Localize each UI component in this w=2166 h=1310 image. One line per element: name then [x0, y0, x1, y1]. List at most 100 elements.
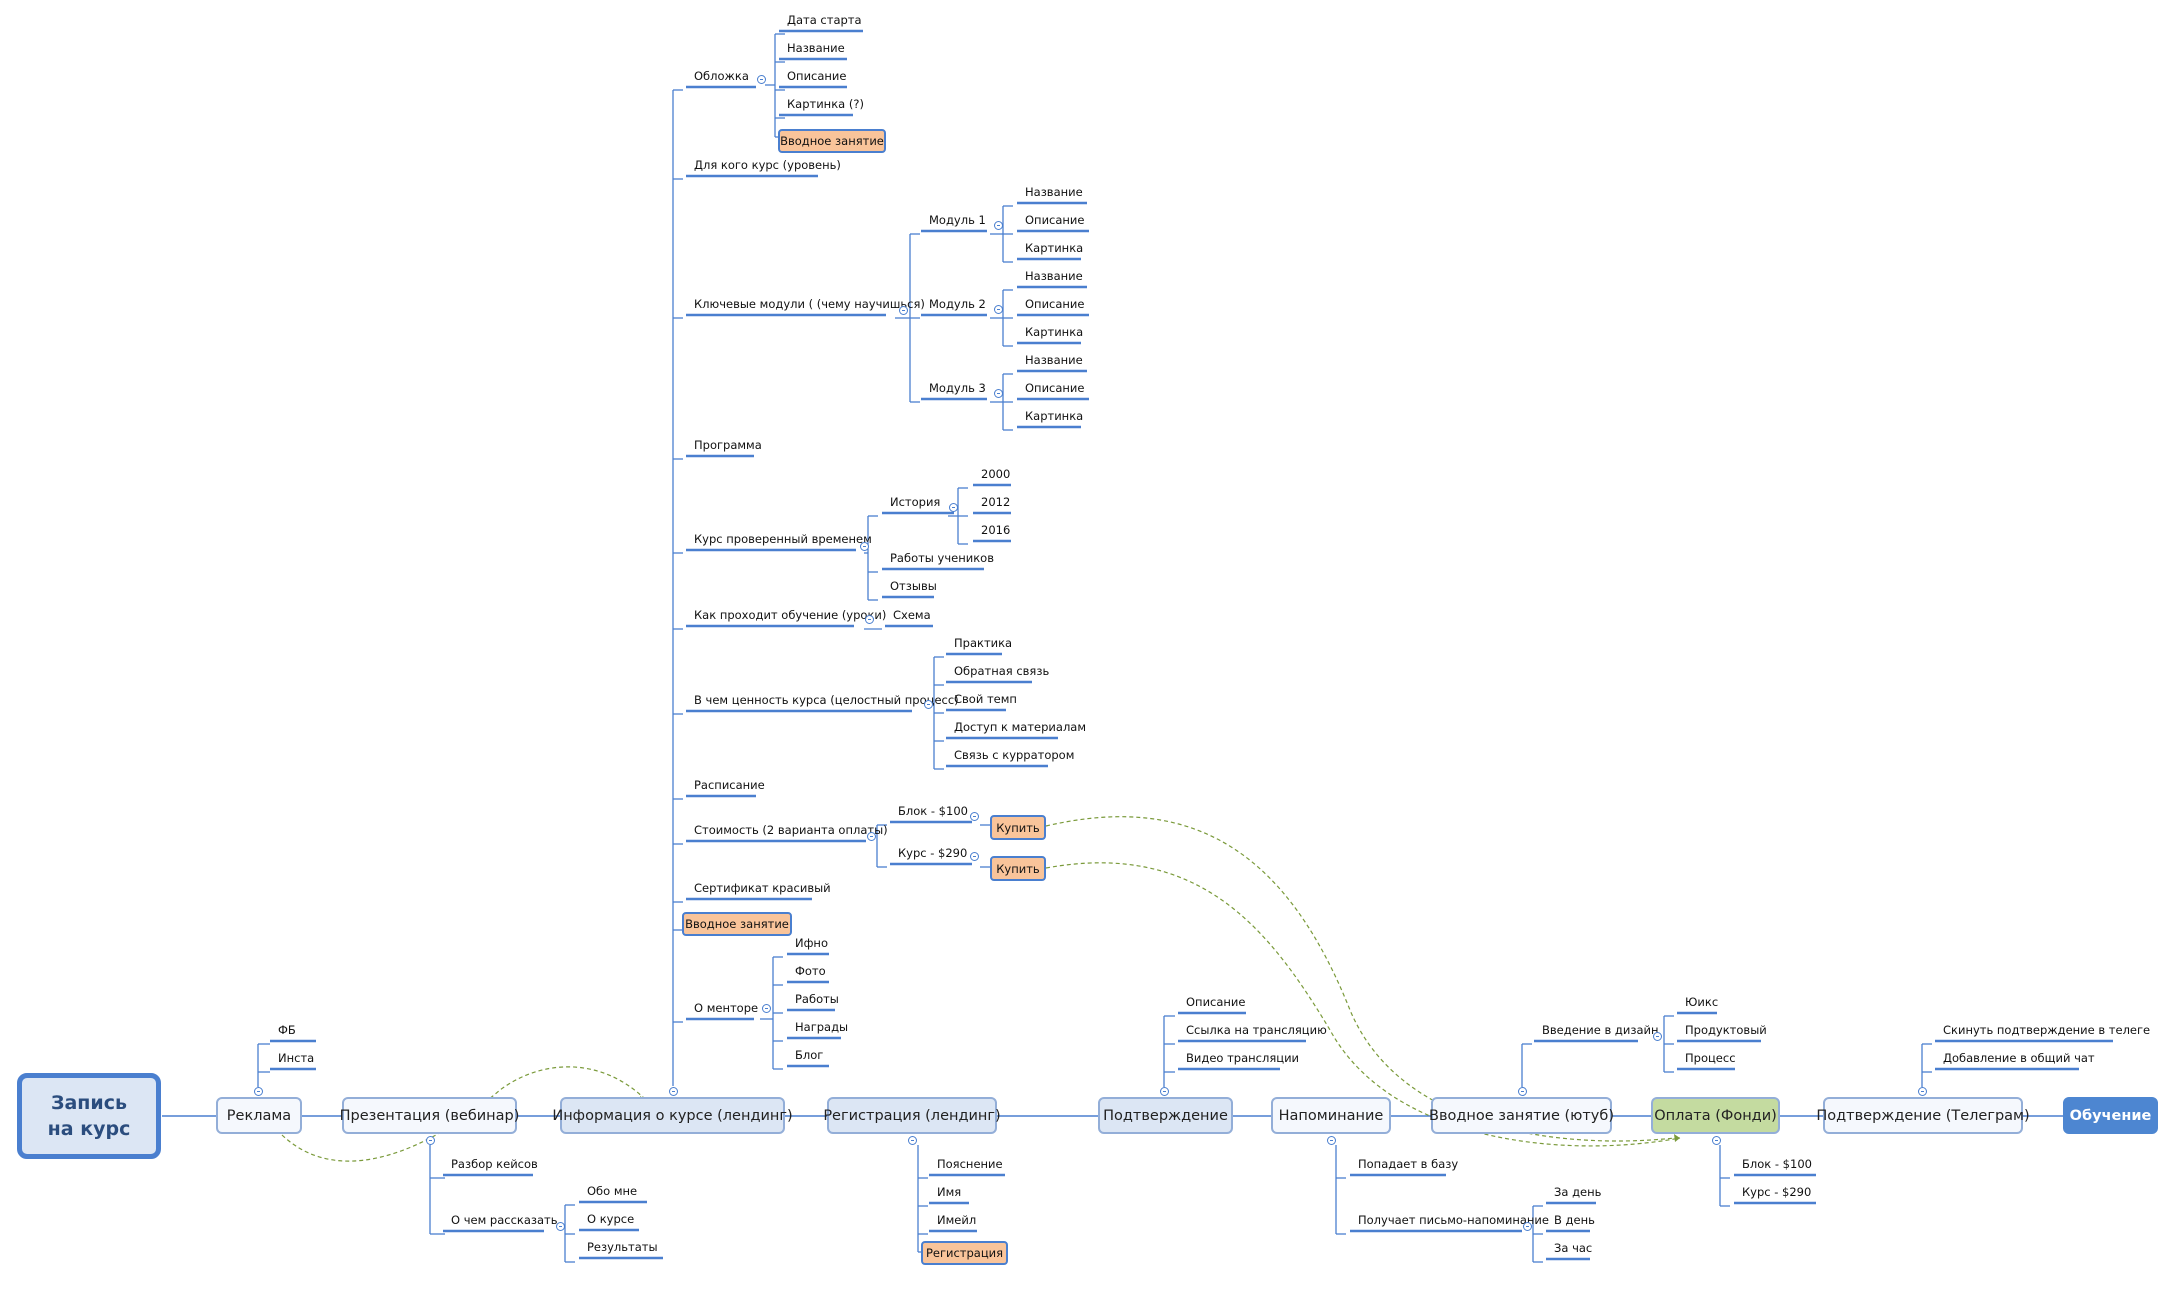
collapse-toggle-icon[interactable]	[761, 1003, 771, 1013]
node-reklama[interactable]: Реклама	[216, 1097, 302, 1134]
node-vvodnoe[interactable]: Вводное занятие (ютуб)	[1429, 1097, 1614, 1134]
topic-reg-item[interactable]: Имя	[937, 1185, 961, 1199]
topic-item[interactable]: Название	[787, 41, 845, 55]
topic-tg-1[interactable]: Скинуть подтверждение в телеге	[1943, 1023, 2150, 1037]
node-oplata[interactable]: Оплата (Фонди)	[1651, 1097, 1780, 1134]
collapse-toggle-icon[interactable]	[969, 811, 979, 821]
collapse-toggle-icon[interactable]	[1326, 1135, 1336, 1145]
node-podtverzhdenie-tg[interactable]: Подтверждение (Телеграм)	[1816, 1097, 2030, 1134]
topic-poluchaet[interactable]: Получает письмо-напоминание	[1358, 1213, 1549, 1227]
topic-tg-2[interactable]: Добавление в общий чат	[1943, 1051, 2095, 1065]
collapse-toggle-icon[interactable]	[969, 851, 979, 861]
topic-module-item[interactable]: Название	[1025, 353, 1083, 367]
collapse-toggle-icon[interactable]	[993, 304, 1003, 314]
topic-klyuchevye[interactable]: Ключевые модули ( (чему научишься)	[694, 297, 925, 311]
topic-o-chem-item[interactable]: Обо мне	[587, 1184, 637, 1198]
node-obuchenie[interactable]: Обучение	[2063, 1097, 2158, 1134]
highlight-vvodnoe-1[interactable]: Вводное занятие	[778, 129, 886, 153]
collapse-toggle-icon[interactable]	[1917, 1086, 1927, 1096]
topic-o-chem-item[interactable]: О курсе	[587, 1212, 634, 1226]
topic-otzyvy[interactable]: Отзывы	[890, 579, 937, 593]
topic-tsennost[interactable]: В чем ценность курса (целостный процесс)	[694, 693, 959, 707]
topic-programma[interactable]: Программа	[694, 438, 762, 452]
collapse-toggle-icon[interactable]	[859, 541, 869, 551]
topic-sertifikat[interactable]: Сертификат красивый	[694, 881, 831, 895]
topic-o-chem[interactable]: О чем рассказать	[451, 1213, 558, 1227]
topic-vvedenie[interactable]: Введение в дизайн	[1542, 1023, 1659, 1037]
topic-podtv-item[interactable]: Видео трансляции	[1186, 1051, 1299, 1065]
collapse-toggle-icon[interactable]	[756, 74, 766, 84]
topic-tsennost-item[interactable]: Свой темп	[954, 692, 1017, 706]
node-napominanie[interactable]: Напоминание	[1271, 1097, 1391, 1134]
topic-proveren[interactable]: Курс проверенный временем	[694, 532, 872, 546]
topic-raboty[interactable]: Работы учеников	[890, 551, 994, 565]
topic-mentor-item[interactable]: Блог	[795, 1048, 823, 1062]
collapse-toggle-icon[interactable]	[1652, 1031, 1662, 1041]
topic-popadaet[interactable]: Попадает в базу	[1358, 1157, 1458, 1171]
collapse-toggle-icon[interactable]	[425, 1135, 435, 1145]
topic-blok[interactable]: Блок - $100	[898, 804, 968, 818]
node-registratsiya[interactable]: Регистрация (лендинг)	[823, 1097, 1001, 1134]
topic-mentor-item[interactable]: Фото	[795, 964, 826, 978]
topic-fb[interactable]: ФБ	[278, 1023, 296, 1037]
topic-module-item[interactable]: Картинка	[1025, 241, 1083, 255]
topic-reg-item[interactable]: Пояснение	[937, 1157, 1003, 1171]
topic-mentor-item[interactable]: Работы	[795, 992, 839, 1006]
topic-mentor-item[interactable]: Награды	[795, 1020, 848, 1034]
topic-dlya-kogo[interactable]: Для кого курс (уровень)	[694, 158, 841, 172]
topic-reg-item[interactable]: Имейл	[937, 1213, 976, 1227]
node-prezentatsiya[interactable]: Презентация (вебинар)	[340, 1097, 519, 1134]
topic-time[interactable]: В день	[1554, 1213, 1595, 1227]
highlight-registratsiya[interactable]: Регистрация	[921, 1241, 1008, 1265]
topic-module[interactable]: Модуль 1	[929, 213, 986, 227]
topic-raspisanie[interactable]: Расписание	[694, 778, 765, 792]
topic-tsennost-item[interactable]: Связь с курратором	[954, 748, 1074, 762]
collapse-toggle-icon[interactable]	[993, 220, 1003, 230]
topic-mentor[interactable]: О менторе	[694, 1001, 758, 1015]
collapse-toggle-icon[interactable]	[253, 1086, 263, 1096]
topic-year[interactable]: 2016	[981, 523, 1010, 537]
topic-insta[interactable]: Инста	[278, 1051, 314, 1065]
node-informatsiya[interactable]: Информация о курсе (лендинг)	[552, 1097, 793, 1134]
topic-oplata-item[interactable]: Блок - $100	[1742, 1157, 1812, 1171]
collapse-toggle-icon[interactable]	[1522, 1221, 1532, 1231]
topic-module[interactable]: Модуль 2	[929, 297, 986, 311]
topic-razbor[interactable]: Разбор кейсов	[451, 1157, 538, 1171]
topic-mentor-item[interactable]: Ифно	[795, 936, 828, 950]
buy-button-2[interactable]: Купить	[990, 856, 1046, 881]
topic-module-item[interactable]: Описание	[1025, 297, 1084, 311]
topic-o-chem-item[interactable]: Результаты	[587, 1240, 658, 1254]
topic-stoimost[interactable]: Стоимость (2 варианта оплаты)	[694, 823, 888, 837]
topic-vvodnoe-item[interactable]: Процесс	[1685, 1051, 1736, 1065]
topic-module-item[interactable]: Картинка	[1025, 409, 1083, 423]
topic-item[interactable]: Картинка (?)	[787, 97, 864, 111]
topic-module-item[interactable]: Описание	[1025, 213, 1084, 227]
topic-podtv-item[interactable]: Описание	[1186, 995, 1245, 1009]
collapse-toggle-icon[interactable]	[866, 831, 876, 841]
topic-item[interactable]: Описание	[787, 69, 846, 83]
topic-time[interactable]: За час	[1554, 1241, 1592, 1255]
topic-skhema[interactable]: Схема	[893, 608, 931, 622]
topic-module-item[interactable]: Название	[1025, 269, 1083, 283]
collapse-toggle-icon[interactable]	[948, 502, 958, 512]
topic-kak-prohodit[interactable]: Как проходит обучение (уроки)	[694, 608, 886, 622]
topic-module-item[interactable]: Картинка	[1025, 325, 1083, 339]
collapse-toggle-icon[interactable]	[1517, 1086, 1527, 1096]
collapse-toggle-icon[interactable]	[993, 388, 1003, 398]
topic-oblozhka[interactable]: Обложка	[694, 69, 749, 83]
collapse-toggle-icon[interactable]	[555, 1221, 565, 1231]
buy-button-1[interactable]: Купить	[990, 815, 1046, 840]
topic-oplata-item[interactable]: Курс - $290	[1742, 1185, 1811, 1199]
collapse-toggle-icon[interactable]	[898, 305, 908, 315]
collapse-toggle-icon[interactable]	[907, 1135, 917, 1145]
topic-item[interactable]: Дата старта	[787, 13, 862, 27]
node-podtverzhdenie[interactable]: Подтверждение	[1098, 1097, 1233, 1134]
topic-module-item[interactable]: Название	[1025, 185, 1083, 199]
topic-tsennost-item[interactable]: Обратная связь	[954, 664, 1049, 678]
collapse-toggle-icon[interactable]	[668, 1086, 678, 1096]
topic-time[interactable]: За день	[1554, 1185, 1601, 1199]
topic-module[interactable]: Модуль 3	[929, 381, 986, 395]
topic-vvodnoe-item[interactable]: Продуктовый	[1685, 1023, 1767, 1037]
collapse-toggle-icon[interactable]	[1159, 1086, 1169, 1096]
